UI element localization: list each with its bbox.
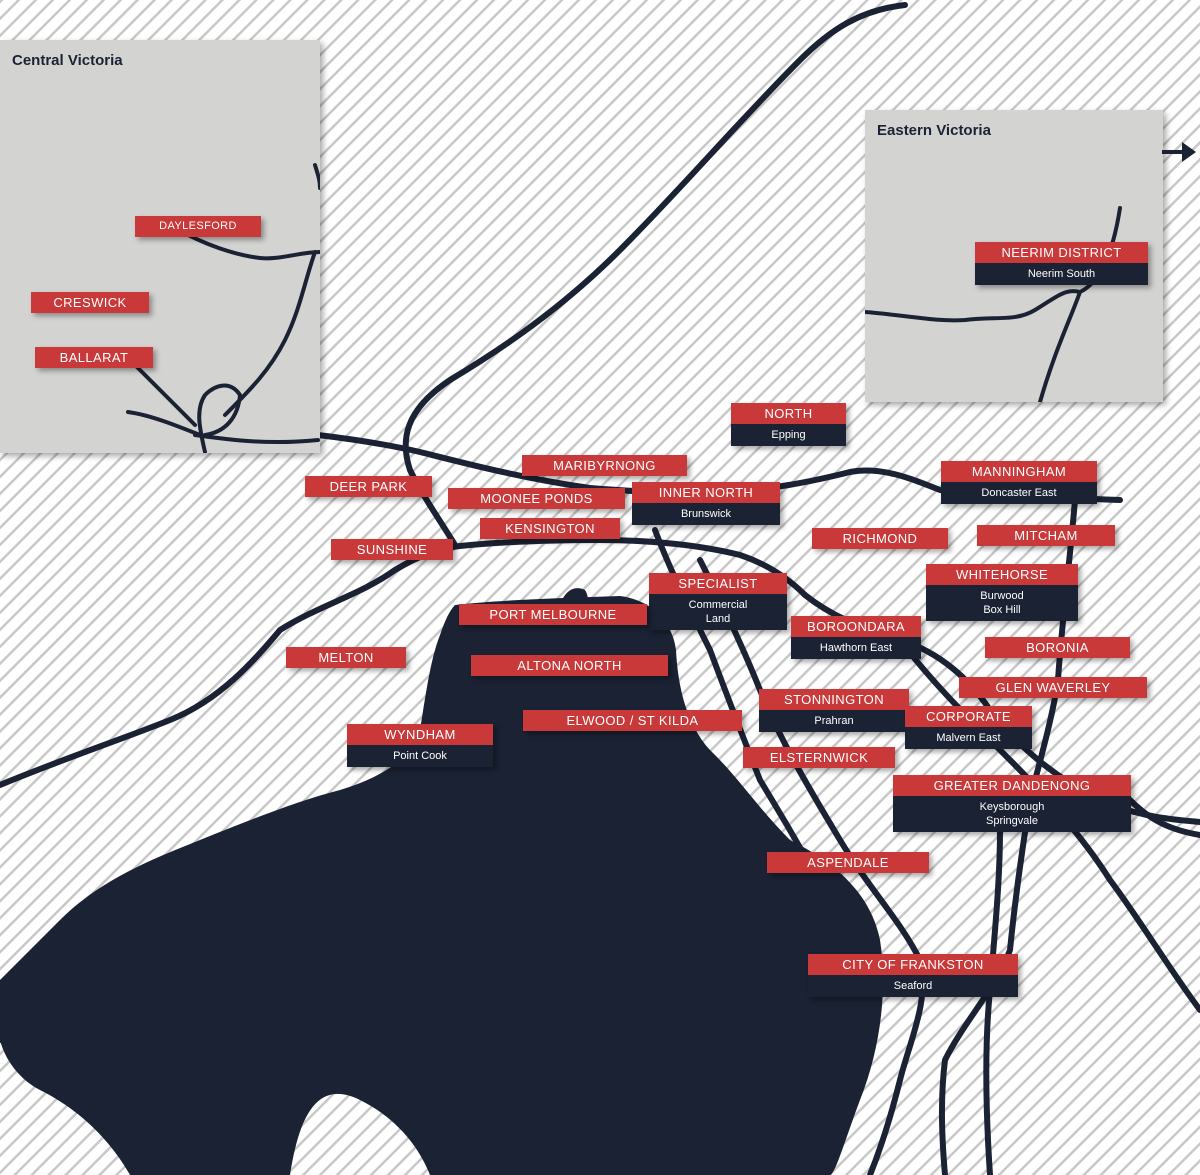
- label-whitehorse-suburb-2: Box Hill: [983, 604, 1021, 616]
- central-victoria-roads: [126, 163, 320, 453]
- road-hume: [402, 2, 908, 548]
- label-manningham-name: MANNINGHAM: [941, 461, 1097, 482]
- label-maribyrnong-name: MARIBYRNONG: [522, 455, 687, 476]
- label-creswick[interactable]: CRESWICK: [31, 292, 149, 313]
- eastern-victoria-roads: [865, 206, 1122, 402]
- label-ballarat-name: BALLARAT: [35, 347, 153, 368]
- label-kensington-name: KENSINGTON: [480, 518, 620, 539]
- label-port-melbourne[interactable]: PORT MELBOURNE: [459, 604, 647, 625]
- label-melton[interactable]: MELTON: [286, 647, 406, 668]
- label-boronia-name: BORONIA: [985, 637, 1130, 658]
- label-daylesford-name: DAYLESFORD: [135, 216, 261, 237]
- label-moonee-ponds[interactable]: MOONEE PONDS: [448, 488, 625, 509]
- label-richmond-name: RICHMOND: [812, 528, 948, 549]
- label-kensington[interactable]: KENSINGTON: [480, 518, 620, 539]
- western-port-water: [250, 1159, 286, 1175]
- label-wyndham-name: WYNDHAM: [347, 724, 493, 745]
- road-western: [0, 537, 808, 788]
- label-manningham-suburb: Doncaster East: [941, 482, 1097, 504]
- label-wyndham-suburb: Point Cook: [347, 745, 493, 767]
- label-inner-north-suburb: Brunswick: [632, 503, 780, 525]
- label-boroondara-suburb: Hawthorn East: [791, 637, 921, 659]
- label-creswick-name: CRESWICK: [31, 292, 149, 313]
- label-greater-dandenong-suburbs: Keysborough Springvale: [893, 796, 1131, 832]
- label-manningham[interactable]: MANNINGHAM Doncaster East: [941, 461, 1097, 504]
- label-whitehorse[interactable]: WHITEHORSE Burwood Box Hill: [926, 564, 1078, 621]
- label-elsternwick[interactable]: ELSTERNWICK: [743, 747, 895, 768]
- label-maribyrnong[interactable]: MARIBYRNONG: [522, 455, 687, 476]
- label-whitehorse-name: WHITEHORSE: [926, 564, 1078, 585]
- label-corporate[interactable]: CORPORATE Malvern East: [905, 706, 1032, 749]
- label-mitcham[interactable]: MITCHAM: [977, 525, 1115, 546]
- label-greater-dandenong-name: GREATER DANDENONG: [893, 775, 1131, 796]
- label-specialist-suburb-1: Commercial: [688, 599, 748, 611]
- label-specialist[interactable]: SPECIALIST Commercial Land: [649, 573, 787, 630]
- label-sunshine[interactable]: SUNSHINE: [331, 539, 453, 560]
- central-victoria-inset: Central Victoria: [0, 40, 320, 453]
- label-altona-north[interactable]: ALTONA NORTH: [471, 655, 668, 676]
- label-elsternwick-name: ELSTERNWICK: [743, 747, 895, 768]
- label-inner-north-name: INNER NORTH: [632, 482, 780, 503]
- label-specialist-suburbs: Commercial Land: [649, 594, 787, 630]
- label-moonee-ponds-name: MOONEE PONDS: [448, 488, 625, 509]
- label-neerim-district[interactable]: NEERIM DISTRICT Neerim South: [975, 242, 1148, 285]
- label-port-melbourne-name: PORT MELBOURNE: [459, 604, 647, 625]
- label-mitcham-name: MITCHAM: [977, 525, 1115, 546]
- label-stonnington[interactable]: STONNINGTON Prahran: [759, 689, 909, 732]
- road-south-gippsland: [1127, 797, 1200, 838]
- label-stonnington-name: STONNINGTON: [759, 689, 909, 710]
- label-greater-dandenong[interactable]: GREATER DANDENONG Keysborough Springvale: [893, 775, 1131, 832]
- label-sunshine-name: SUNSHINE: [331, 539, 453, 560]
- label-whitehorse-suburbs: Burwood Box Hill: [926, 585, 1078, 621]
- label-neerim-district-name: NEERIM DISTRICT: [975, 242, 1148, 263]
- label-whitehorse-suburb-1: Burwood: [980, 590, 1024, 602]
- label-wyndham[interactable]: WYNDHAM Point Cook: [347, 724, 493, 767]
- road-frankston: [697, 557, 926, 1175]
- inset-title-central: Central Victoria: [12, 52, 123, 69]
- label-north-name: NORTH: [731, 403, 846, 424]
- label-daylesford[interactable]: DAYLESFORD: [135, 216, 261, 237]
- label-aspendale[interactable]: ASPENDALE: [767, 852, 929, 873]
- label-corporate-suburb: Malvern East: [905, 727, 1032, 749]
- label-city-of-frankston-name: CITY OF FRANKSTON: [808, 954, 1018, 975]
- label-city-of-frankston[interactable]: CITY OF FRANKSTON Seaford: [808, 954, 1018, 997]
- label-specialist-suburb-2: Land: [705, 613, 731, 625]
- label-boroondara-name: BOROONDARA: [791, 616, 921, 637]
- arrow-right-icon[interactable]: [1162, 136, 1196, 168]
- label-glen-waverley[interactable]: GLEN WAVERLEY: [959, 677, 1147, 698]
- label-altona-north-name: ALTONA NORTH: [471, 655, 668, 676]
- label-aspendale-name: ASPENDALE: [767, 852, 929, 873]
- bay-water: [0, 596, 884, 1175]
- label-richmond[interactable]: RICHMOND: [812, 528, 948, 549]
- inset-title-eastern: Eastern Victoria: [877, 122, 991, 139]
- label-north[interactable]: NORTH Epping: [731, 403, 846, 446]
- label-neerim-district-suburb: Neerim South: [975, 263, 1148, 285]
- label-inner-north[interactable]: INNER NORTH Brunswick: [632, 482, 780, 525]
- label-stonnington-suburb: Prahran: [759, 710, 909, 732]
- label-deer-park-name: DEER PARK: [305, 476, 432, 497]
- label-ballarat[interactable]: BALLARAT: [35, 347, 153, 368]
- label-deer-park[interactable]: DEER PARK: [305, 476, 432, 497]
- label-boronia[interactable]: BORONIA: [985, 637, 1130, 658]
- label-elwood-st-kilda-name: ELWOOD / ST KILDA: [523, 710, 742, 731]
- label-elwood-st-kilda[interactable]: ELWOOD / ST KILDA: [523, 710, 742, 731]
- label-north-suburb: Epping: [731, 424, 846, 446]
- bay-inlet: [560, 588, 588, 608]
- road-princes-west: [0, 1017, 33, 1043]
- label-corporate-name: CORPORATE: [905, 706, 1032, 727]
- label-glen-waverley-name: GLEN WAVERLEY: [959, 677, 1147, 698]
- label-melton-name: MELTON: [286, 647, 406, 668]
- label-boroondara[interactable]: BOROONDARA Hawthorn East: [791, 616, 921, 659]
- label-greater-dandenong-suburb-2: Springvale: [986, 815, 1038, 827]
- label-greater-dandenong-suburb-1: Keysborough: [979, 801, 1045, 813]
- label-specialist-name: SPECIALIST: [649, 573, 787, 594]
- label-city-of-frankston-suburb: Seaford: [808, 975, 1018, 997]
